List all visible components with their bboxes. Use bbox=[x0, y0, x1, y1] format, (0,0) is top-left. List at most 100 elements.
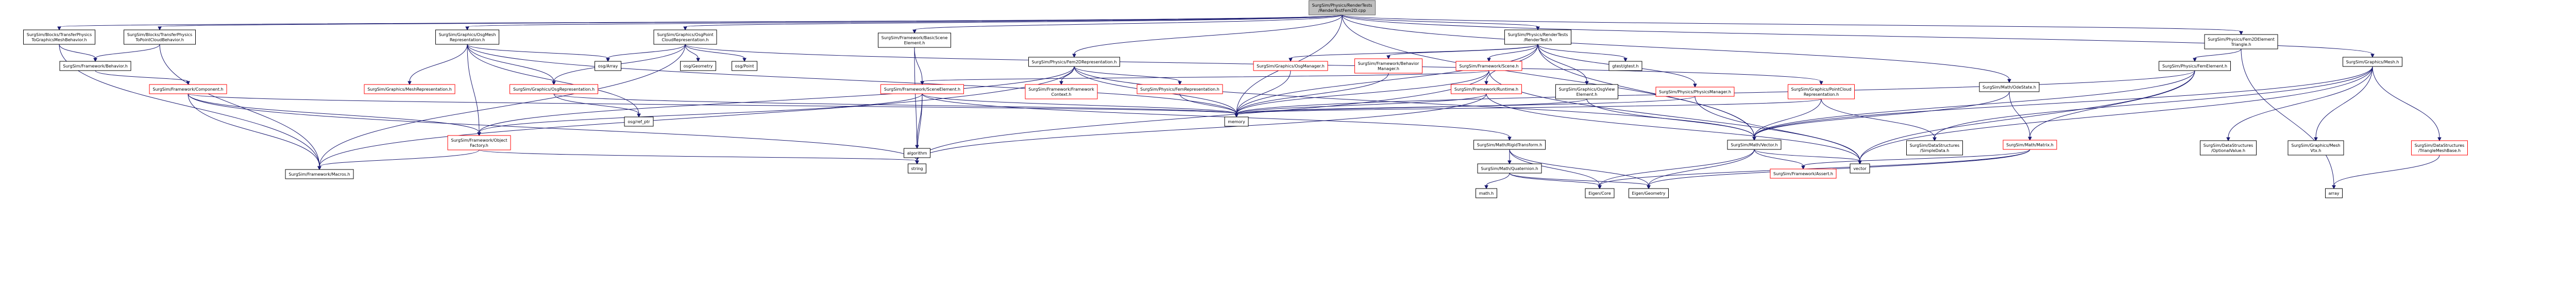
graph-node[interactable]: SurgSim/Physics/FemElement.h bbox=[2159, 61, 2231, 71]
graph-node[interactable]: SurgSim/Math/Vector.h bbox=[1727, 140, 1781, 149]
node-label: Context.h bbox=[1052, 92, 1072, 97]
graph-node[interactable]: SurgSim/Physics/Fem2DRepresentation.h bbox=[1029, 57, 1120, 66]
node-label: SurgSim/Framework/SceneElement.h bbox=[884, 87, 960, 92]
edge-line bbox=[1754, 149, 1860, 161]
graph-node[interactable]: SurgSim/Physics/RenderTests/RenderTest.h bbox=[1505, 30, 1571, 44]
graph-node[interactable]: SurgSim/Framework/Component.h bbox=[149, 84, 227, 94]
graph-node[interactable]: SurgSim/Graphics/OsgViewElement.h bbox=[1556, 84, 1618, 99]
edge-line bbox=[160, 15, 1342, 27]
graph-node[interactable]: SurgSim/Framework/BasicSceneElement.h bbox=[878, 33, 951, 47]
graph-node[interactable]: SurgSim/Physics/FemRepresentation.h bbox=[1137, 84, 1223, 94]
dependency-edge bbox=[554, 94, 640, 117]
node-label: SurgSim/Physics/RenderTests bbox=[1508, 32, 1568, 37]
graph-node[interactable]: math.h bbox=[1476, 189, 1497, 198]
edge-arrowhead bbox=[552, 81, 555, 84]
edge-arrowhead bbox=[94, 58, 97, 61]
graph-node[interactable]: gtest/gtest.h bbox=[1609, 61, 1642, 71]
node-label: Manager.h bbox=[1378, 66, 1399, 71]
graph-node[interactable]: SurgSim/Framework/FrameworkContext.h bbox=[1025, 84, 1097, 99]
graph-node[interactable]: SurgSim/Framework/Behavior.h bbox=[60, 61, 131, 71]
dependency-edge bbox=[1060, 66, 1074, 84]
node-label: SurgSim/Math/Vector.h bbox=[1731, 143, 1777, 147]
graph-node[interactable]: SurgSim/Graphics/OsgManager.h bbox=[1253, 61, 1328, 71]
edge-arrowhead bbox=[684, 27, 687, 30]
graph-node[interactable]: SurgSim/Graphics/MeshVtx.h bbox=[2288, 141, 2344, 155]
edge-line bbox=[1236, 71, 1291, 114]
graph-node[interactable]: SurgSim/DataStructures/TriangleMeshBase.… bbox=[2412, 141, 2468, 155]
graph-node[interactable]: vector bbox=[1850, 164, 1870, 173]
graph-node[interactable]: SurgSim/Physics/Fem2DElementTriangle.h bbox=[2205, 35, 2278, 49]
edge-arrowhead bbox=[637, 114, 640, 117]
node-label: SurgSim/Graphics/OsgView bbox=[1559, 87, 1615, 92]
edge-arrowhead bbox=[2193, 58, 2196, 61]
edge-line bbox=[59, 44, 95, 58]
edge-arrowhead bbox=[1289, 58, 1292, 61]
graph-node[interactable]: osg/Array bbox=[595, 61, 621, 71]
graph-node[interactable]: SurgSim/Framework/BehaviorManager.h bbox=[1355, 59, 1422, 73]
edge-arrowhead bbox=[2314, 138, 2317, 141]
dependency-edge bbox=[1508, 149, 1511, 164]
dependency-edge bbox=[467, 44, 555, 84]
edge-arrowhead bbox=[158, 27, 161, 30]
graph-node[interactable]: SurgSim/Graphics/MeshRepresentation.h bbox=[364, 84, 455, 94]
graph-node[interactable]: SurgSim/Math/Matrix.h bbox=[2003, 140, 2057, 149]
graph-node[interactable]: SurgSim/Graphics/OsgPointCloudRepresenta… bbox=[654, 30, 717, 44]
graph-node[interactable]: SurgSim/Physics/PhysicsManager.h bbox=[1656, 87, 1734, 96]
edge-line bbox=[479, 66, 1074, 132]
graph-node[interactable]: Eigen/Core bbox=[1585, 189, 1614, 198]
graph-node[interactable]: SurgSim/Graphics/Mesh.h bbox=[2343, 57, 2402, 66]
graph-node[interactable]: SurgSim/Framework/SceneElement.h bbox=[881, 84, 964, 94]
edge-line bbox=[467, 44, 479, 132]
node-label: array bbox=[2329, 191, 2340, 196]
graph-node[interactable]: SurgSim/Graphics/PointCloudRepresentatio… bbox=[1788, 84, 1855, 99]
edge-arrowhead bbox=[2371, 54, 2374, 57]
graph-node[interactable]: SurgSim/Math/Quaternion.h bbox=[1478, 164, 1541, 173]
graph-node[interactable]: SurgSim/Framework/Runtime.h bbox=[1451, 84, 1522, 94]
graph-node[interactable]: SurgSim/Blocks/TransferPhysicsToGraphics… bbox=[24, 30, 95, 44]
edge-line bbox=[1236, 44, 1538, 114]
graph-node[interactable]: string bbox=[908, 164, 926, 173]
dependency-edge bbox=[318, 66, 1074, 170]
graph-node[interactable]: algorithm bbox=[904, 148, 930, 158]
graph-node[interactable]: Eigen/Geometry bbox=[1629, 189, 1669, 198]
edge-layer bbox=[58, 15, 2441, 189]
dependency-edge bbox=[188, 94, 919, 164]
node-label: SurgSim/DataStructures bbox=[2204, 143, 2253, 148]
graph-node[interactable]: osg/ref_ptr bbox=[624, 117, 653, 126]
node-label: SurgSim/Framework/Behavior bbox=[1358, 61, 1419, 66]
graph-node[interactable]: SurgSim/Graphics/OsgMeshRepresentation.h bbox=[436, 30, 499, 44]
graph-node[interactable]: SurgSim/Math/RigidTransform.h bbox=[1474, 140, 1546, 149]
edge-line bbox=[188, 94, 479, 132]
graph-node[interactable]: memory bbox=[1225, 117, 1248, 126]
edge-arrowhead bbox=[1858, 161, 1861, 164]
node-label: SurgSim/Physics/Fem2DElement bbox=[2208, 37, 2275, 42]
graph-node[interactable]: SurgSim/DataStructures/OptionalValue.h bbox=[2200, 141, 2257, 155]
dependency-edge bbox=[1180, 94, 1238, 117]
dependency-edge bbox=[2241, 49, 2335, 189]
graph-node[interactable]: array bbox=[2326, 189, 2343, 198]
edge-line bbox=[917, 94, 922, 145]
graph-node[interactable]: SurgSim/Framework/Macros.h bbox=[285, 170, 353, 179]
node-label: /OptionalValue.h bbox=[2211, 148, 2245, 153]
edge-line bbox=[914, 47, 917, 161]
graph-node[interactable]: SurgSim/Framework/ObjectFactory.h bbox=[448, 135, 511, 150]
dependency-edge bbox=[94, 44, 160, 61]
node-label: SurgSim/Math/RigidTransform.h bbox=[1477, 143, 1542, 147]
graph-node[interactable]: osg/Point bbox=[732, 61, 757, 71]
graph-node[interactable]: SurgSim/Math/OdeState.h bbox=[1979, 82, 2039, 92]
edge-line bbox=[479, 94, 922, 132]
graph-node[interactable]: SurgSim/DataStructures/SimpleData.h bbox=[1907, 141, 1963, 155]
graph-node[interactable]: osg/Geometry bbox=[681, 61, 716, 71]
edge-line bbox=[1754, 99, 1821, 137]
graph-node[interactable]: SurgSim/Graphics/OsgRepresentation.h bbox=[510, 84, 598, 94]
edge-arrowhead bbox=[1802, 166, 1805, 169]
edge-line bbox=[2316, 66, 2372, 138]
graph-node[interactable]: SurgSim/Blocks/TransferPhysicsToPointClo… bbox=[124, 30, 196, 44]
node-label: Factory.h bbox=[470, 143, 488, 148]
edge-arrowhead bbox=[2028, 137, 2031, 140]
edge-arrowhead bbox=[1820, 81, 1823, 84]
graph-node[interactable]: SurgSim/Framework/Scene.h bbox=[1456, 61, 1522, 71]
dependency-edge bbox=[158, 15, 1342, 30]
graph-node[interactable]: SurgSim/Framework/Assert.h bbox=[1770, 169, 1836, 178]
dependency-edge bbox=[1486, 94, 1861, 164]
